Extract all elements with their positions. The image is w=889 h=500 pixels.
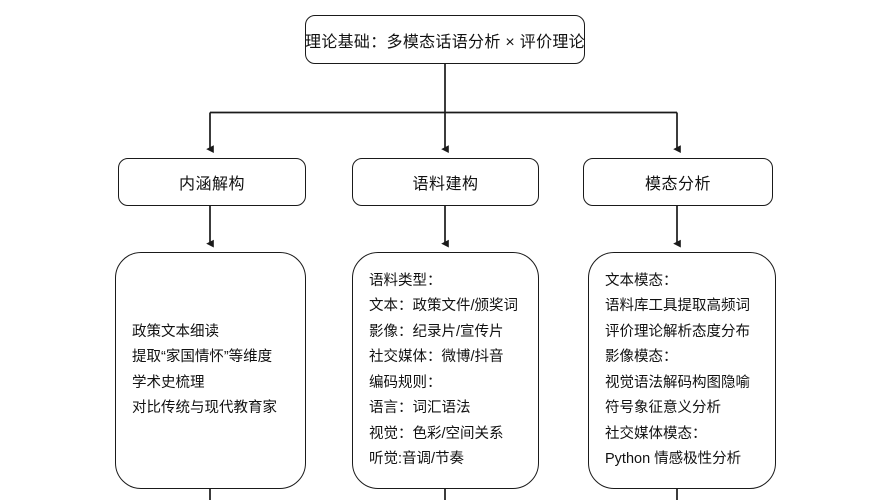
detail-1-line: 视觉：色彩/空间关系 (369, 425, 504, 442)
detail-2-line: 影像模态： (605, 349, 678, 365)
node-detail-connotation-deconstruction[interactable]: 政策文本细读 提取“家国情怀”等维度 学术史梳理 对比传统与现代教育家 (115, 252, 306, 489)
detail-1-line: 社交媒体：微博/抖音 (369, 349, 504, 365)
detail-0-line-list: 政策文本细读 提取“家国情怀”等维度 学术史梳理 对比传统与现代教育家 (116, 320, 305, 422)
node-branch-modal-analysis[interactable]: 模态分析 (583, 158, 773, 206)
detail-1-line: 语料类型： (369, 272, 442, 289)
node-detail-corpus-construction[interactable]: 语料类型： 文本：政策文件/颁奖词 影像：纪录片/宣传片 社交媒体：微博/抖音 … (352, 252, 539, 489)
node-branch-2-label: 模态分析 (644, 176, 711, 193)
detail-2-line: Python 情感极性分析 (605, 451, 742, 467)
detail-1-line: 影像：纪录片/宣传片 (369, 323, 504, 340)
detail-0-line: 政策文本细读 (132, 323, 219, 340)
detail-2-line-list: 文本模态： 语料库工具提取高频词 评价理论解析态度分布 影像模态： 视觉语法解码… (589, 269, 775, 473)
detail-1-line: 听觉:音调/节奏 (369, 451, 465, 467)
node-branch-1-label: 语料建构 (412, 176, 479, 193)
detail-2-line: 语料库工具提取高频词 (605, 298, 750, 314)
detail-0-line: 对比传统与现代教育家 (132, 400, 277, 416)
node-theoretical-basis-label: 理论基础：多模态话语分析 × 评价理论 (305, 33, 585, 51)
detail-0-line: 学术史梳理 (132, 374, 205, 391)
node-branch-0-label: 内涵解构 (178, 176, 245, 193)
detail-1-line: 文本：政策文件/颁奖词 (369, 298, 519, 314)
node-branch-connotation-deconstruction[interactable]: 内涵解构 (118, 158, 306, 206)
detail-1-line: 编码规则： (369, 374, 442, 391)
detail-2-line: 符号象征意义分析 (605, 400, 721, 416)
node-detail-modal-analysis[interactable]: 文本模态： 语料库工具提取高频词 评价理论解析态度分布 影像模态： 视觉语法解码… (588, 252, 776, 489)
detail-2-line: 视觉语法解码构图隐喻 (605, 374, 750, 391)
detail-2-line: 评价理论解析态度分布 (605, 323, 750, 340)
detail-2-line: 社交媒体模态： (605, 425, 707, 442)
node-theoretical-basis[interactable]: 理论基础：多模态话语分析 × 评价理论 (305, 15, 585, 64)
detail-1-line: 语言：词汇语法 (369, 400, 471, 416)
node-branch-corpus-construction[interactable]: 语料建构 (352, 158, 539, 206)
detail-0-line: 提取“家国情怀”等维度 (132, 349, 273, 365)
detail-2-line: 文本模态： (605, 272, 678, 289)
detail-1-line-list: 语料类型： 文本：政策文件/颁奖词 影像：纪录片/宣传片 社交媒体：微博/抖音 … (353, 269, 538, 473)
